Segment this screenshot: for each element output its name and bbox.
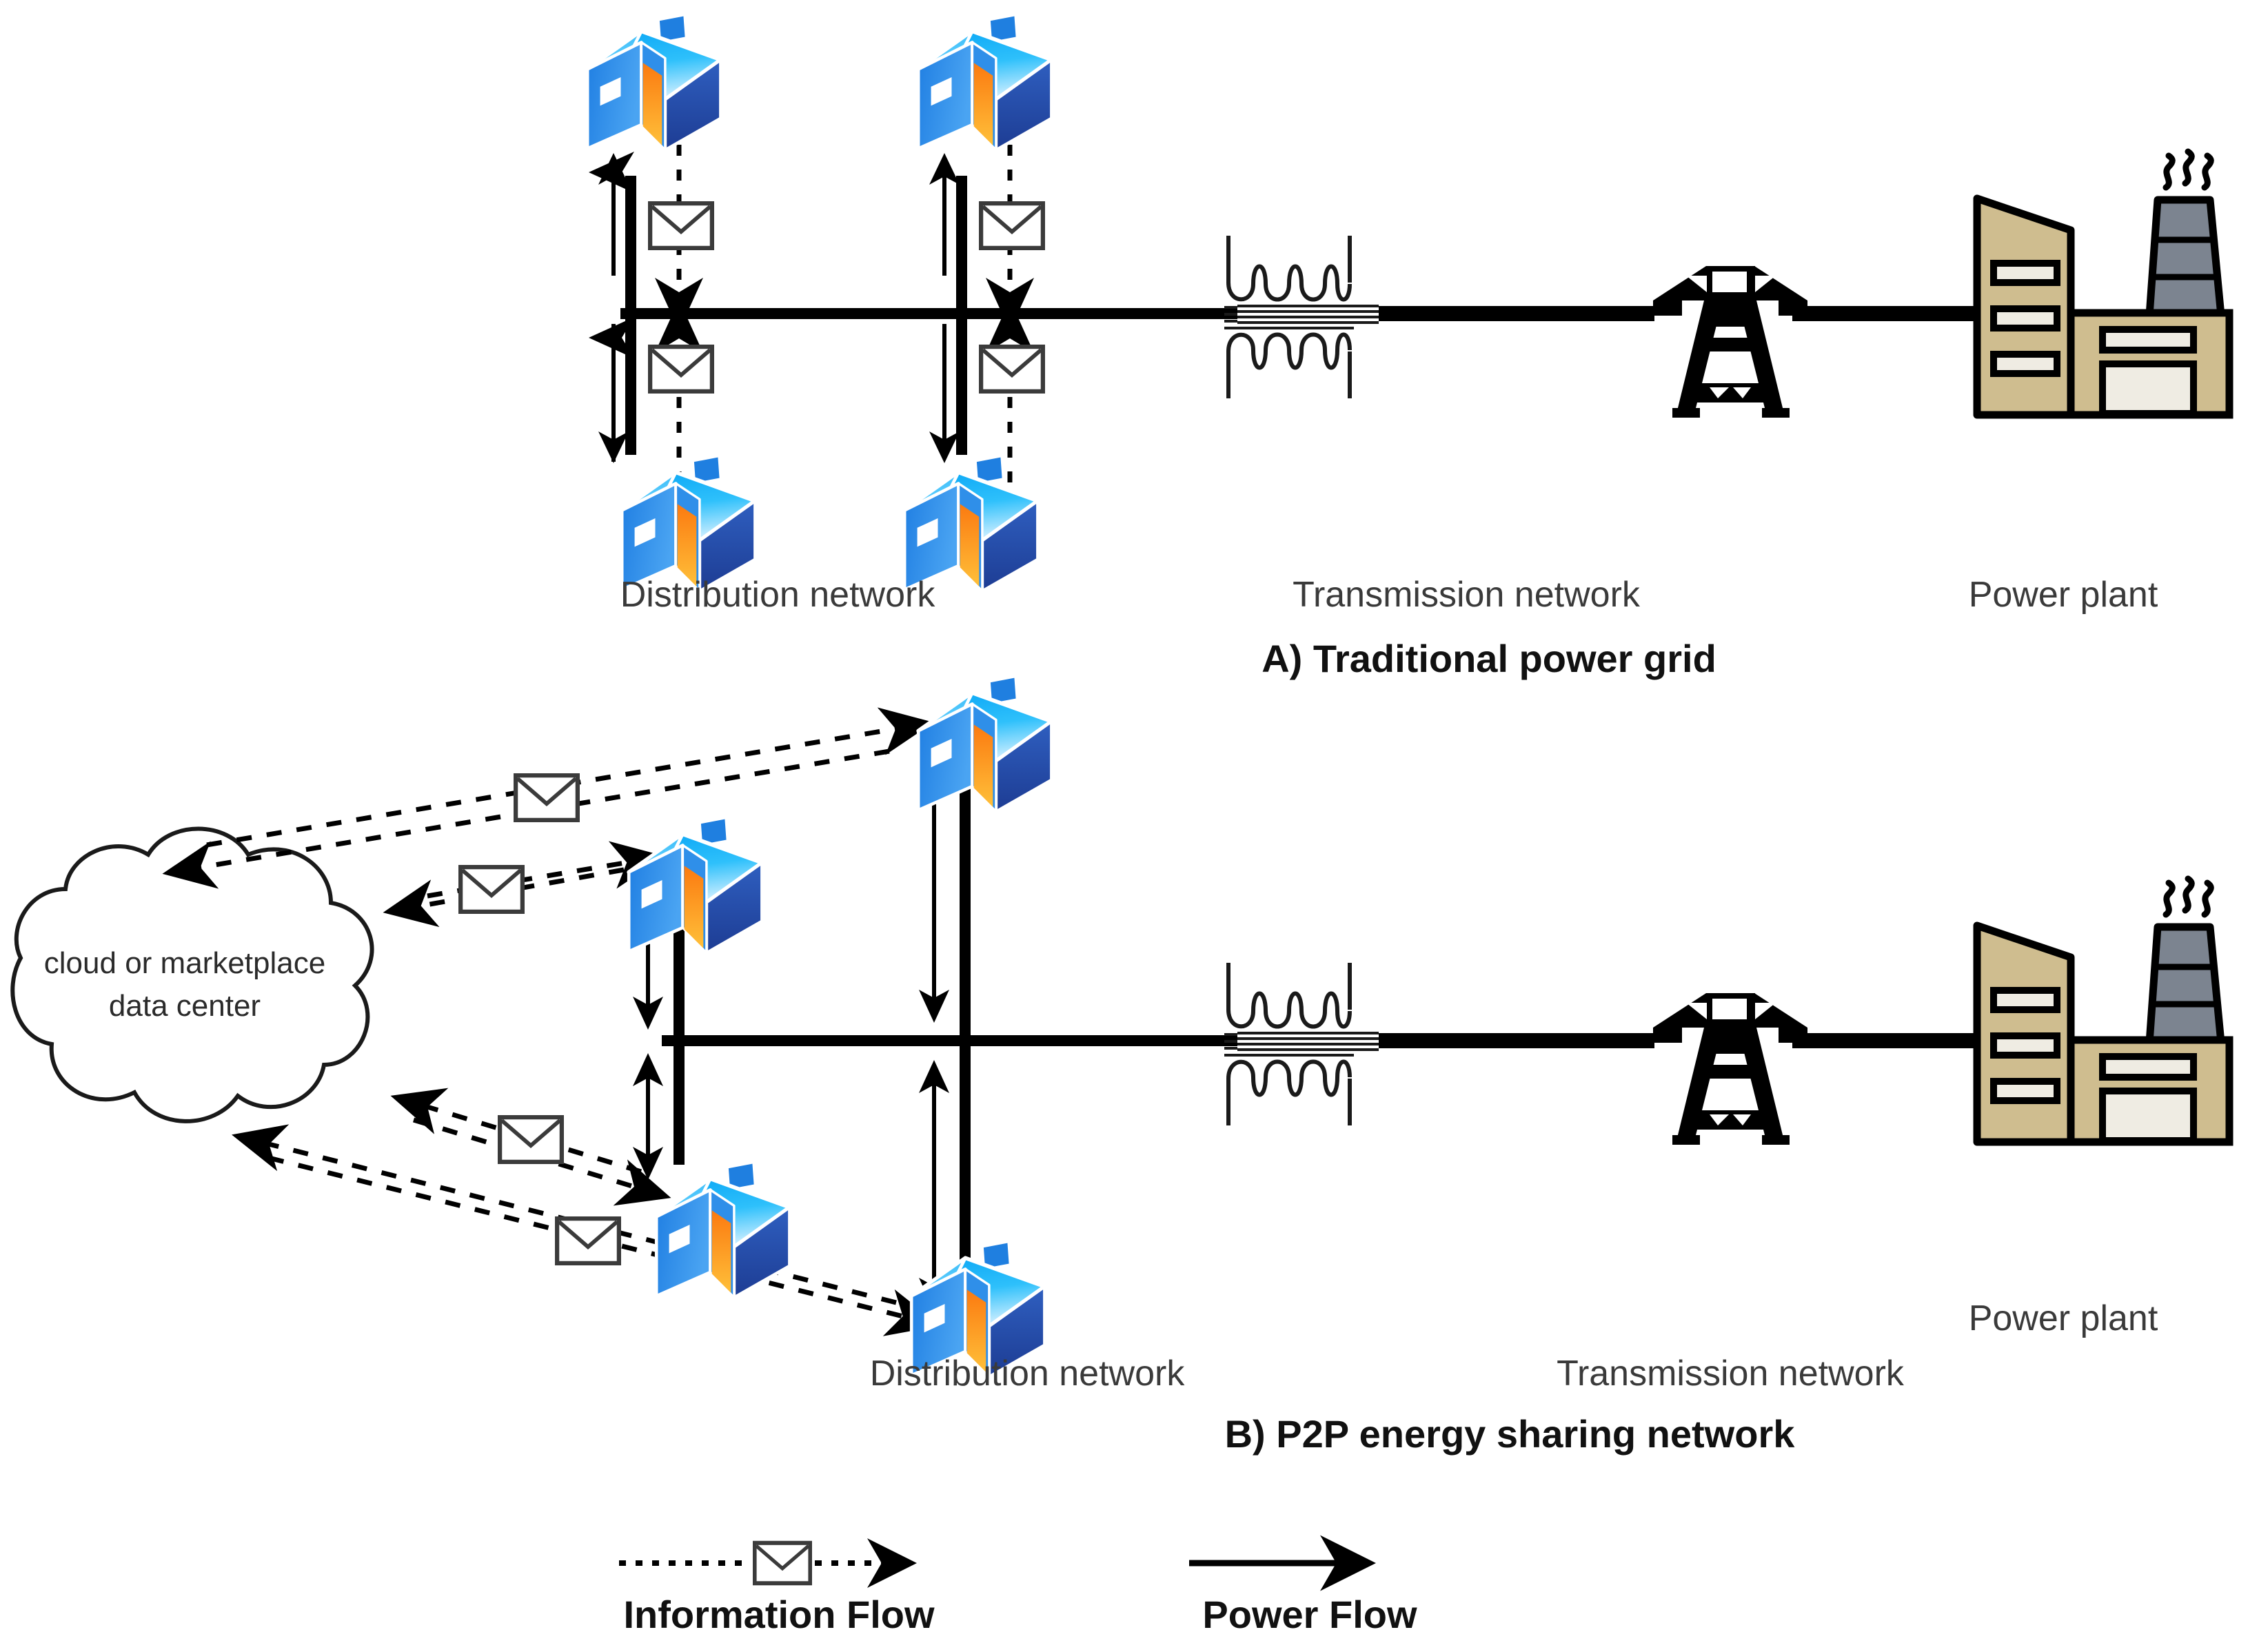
panel-a-arrowhead-down-2 <box>929 431 960 463</box>
envelope-icon <box>981 203 1043 248</box>
house-icon <box>656 1163 789 1298</box>
legend-information-flow-label: Information Flow <box>623 1593 935 1636</box>
envelope-icon <box>650 347 712 391</box>
house-icon <box>904 456 1037 591</box>
envelope-icon <box>500 1117 562 1162</box>
panel-a-arrowhead-up-2 <box>929 153 960 185</box>
legend-power-flow-label: Power Flow <box>1202 1593 1417 1636</box>
panel-b: cloud or marketplace data center <box>10 677 2229 1456</box>
house-icon <box>587 15 720 150</box>
transformer-core-laminations <box>1237 1032 1379 1051</box>
cloud-label-line2: data center <box>109 989 261 1023</box>
envelope-icon <box>460 867 523 912</box>
panel-b-arrowhead-down-1a <box>633 997 663 1030</box>
panel-a-arrowhead-up-1 <box>598 153 629 185</box>
panel-b-distribution-label: Distribution network <box>870 1354 1186 1394</box>
panel-b-power-plant-label: Power plant <box>1969 1298 2158 1338</box>
panel-b-arrowhead-down-1b <box>633 1147 663 1180</box>
house-icon <box>622 456 755 591</box>
panel-a-arrowhead-down-1 <box>598 431 629 463</box>
panel-a-power-plant-label: Power plant <box>1969 575 2158 615</box>
envelope-icon <box>981 347 1043 391</box>
house-icon <box>629 818 762 953</box>
transmission-tower-icon <box>1653 993 1807 1145</box>
envelope-icon <box>516 775 578 820</box>
envelope-icon <box>650 203 712 248</box>
transformer-core-laminations <box>1237 305 1379 324</box>
power-plant-icon <box>1977 879 2229 1142</box>
panel-b-transmission-label: Transmission network <box>1557 1354 1905 1394</box>
panel-a: Distribution network Transmission networ… <box>587 15 2229 680</box>
panel-b-arrowhead-down-2a <box>919 990 949 1023</box>
panel-b-info-arrow-cloud-in-3 <box>390 1088 642 1174</box>
panel-a-caption: A) Traditional power grid <box>1262 637 1716 680</box>
panel-a-distribution-label: Distribution network <box>620 575 936 615</box>
panel-b-info-arrow-cloud-in-4 <box>232 1124 897 1305</box>
panel-a-transmission-label: Transmission network <box>1293 575 1641 615</box>
panel-b-arrowhead-up-2b <box>919 1060 949 1093</box>
envelope-icon <box>557 1218 619 1263</box>
panel-b-info-arrow-cloud-in-2 <box>383 867 625 928</box>
power-plant-icon <box>1977 152 2229 415</box>
house-icon <box>918 677 1051 812</box>
transmission-tower-icon <box>1653 266 1807 418</box>
legend: Information Flow Power Flow <box>619 1535 1417 1636</box>
envelope-icon <box>755 1543 811 1583</box>
cloud-shape <box>10 826 374 1123</box>
cloud-label-line1: cloud or marketplace <box>44 946 325 980</box>
panel-b-arrowhead-up-1b <box>633 1053 663 1086</box>
house-icon <box>918 15 1051 150</box>
panel-b-caption: B) P2P energy sharing network <box>1225 1412 1796 1456</box>
